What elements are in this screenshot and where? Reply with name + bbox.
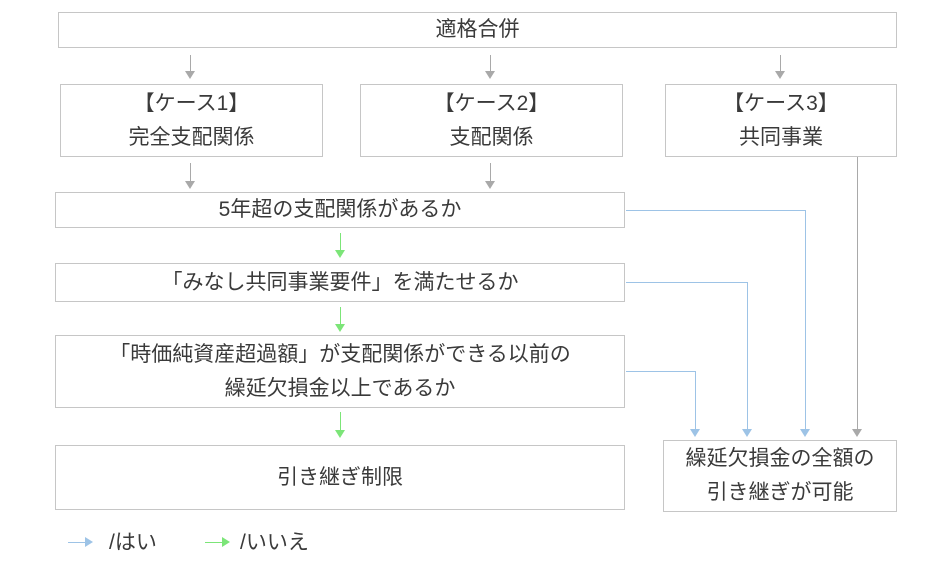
box-outcome-restricted: 引き継ぎ制限 bbox=[55, 445, 625, 510]
box-question-net-asset-excess: 「時価純資産超過額」が支配関係ができる以前の 繰延欠損金以上であるか bbox=[55, 335, 625, 408]
case2-title: 【ケース2】 bbox=[433, 91, 550, 115]
arrow-title-to-case1 bbox=[185, 55, 196, 79]
case3-subtitle: 共同事業 bbox=[739, 125, 823, 149]
outcome-full-line1: 繰延欠損金の全額の bbox=[685, 447, 875, 470]
legend-no-label: /いいえ bbox=[240, 531, 309, 554]
arrow-yes-q1-hsegment bbox=[626, 210, 805, 211]
arrow-yes-q3-to-full bbox=[690, 371, 701, 437]
box-case3: 【ケース3】 共同事業 bbox=[665, 84, 897, 157]
case3-title: 【ケース3】 bbox=[723, 91, 839, 115]
arrow-title-to-case3 bbox=[775, 55, 786, 79]
question2-label: 「みなし共同事業要件」を満たせるか bbox=[161, 270, 519, 294]
arrow-case2-to-q1 bbox=[485, 163, 496, 189]
arrow-no-q2-to-q3 bbox=[335, 307, 346, 332]
arrow-case3-to-full bbox=[852, 157, 863, 437]
box-question-5year-relation: 5年超の支配関係があるか bbox=[55, 192, 625, 228]
arrow-title-to-case2 bbox=[485, 55, 496, 79]
arrow-yes-q2-to-full bbox=[742, 282, 753, 437]
box-qualified-merger: 適格合併 bbox=[58, 12, 897, 48]
outcome-restricted-label: 引き継ぎ制限 bbox=[277, 465, 403, 489]
question3-line1: 「時価純資産超過額」が支配関係ができる以前の bbox=[109, 342, 571, 366]
box-outcome-full-carryover: 繰延欠損金の全額の 引き継ぎが可能 bbox=[663, 440, 897, 512]
question1-label: 5年超の支配関係があるか bbox=[218, 198, 462, 221]
arrow-yes-q3-hsegment bbox=[626, 371, 695, 372]
arrow-case1-to-q1 bbox=[185, 163, 196, 189]
case1-subtitle: 完全支配関係 bbox=[128, 125, 255, 149]
case1-title: 【ケース1】 bbox=[133, 91, 250, 115]
qualified-merger-label: 適格合併 bbox=[435, 18, 520, 41]
question3-line2: 繰延欠損金以上であるか bbox=[224, 376, 456, 400]
case2-subtitle: 支配関係 bbox=[449, 125, 534, 149]
arrow-no-q3-to-restricted bbox=[335, 412, 346, 438]
outcome-full-line2: 引き継ぎが可能 bbox=[706, 481, 854, 504]
no-arrow-icon bbox=[205, 537, 230, 548]
arrow-yes-q2-hsegment bbox=[626, 282, 747, 283]
yes-arrow-icon bbox=[68, 537, 93, 548]
arrow-yes-q1-to-full bbox=[800, 210, 811, 437]
box-question-deemed-joint-business: 「みなし共同事業要件」を満たせるか bbox=[55, 263, 625, 302]
legend-yes-label: /はい bbox=[109, 531, 157, 554]
arrow-no-q1-to-q2 bbox=[335, 233, 346, 258]
box-case2: 【ケース2】 支配関係 bbox=[360, 84, 623, 157]
box-case1: 【ケース1】 完全支配関係 bbox=[60, 84, 323, 157]
